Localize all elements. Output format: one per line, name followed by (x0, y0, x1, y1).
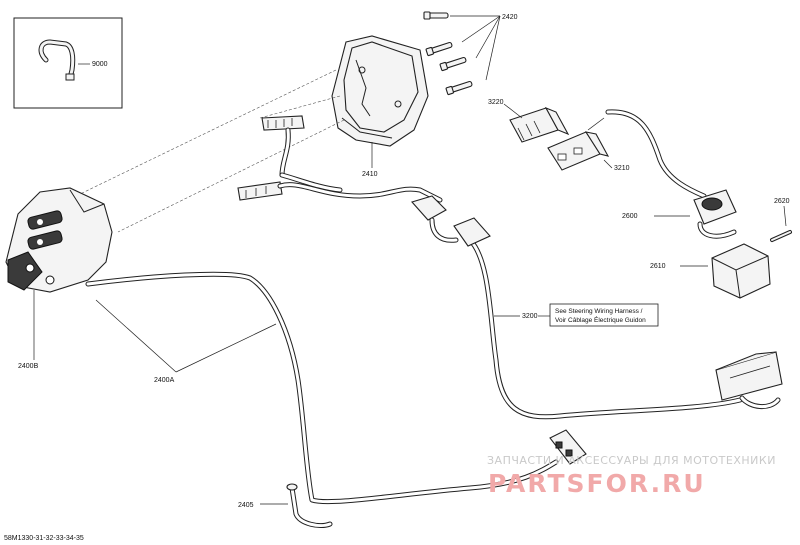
bottom-connector (549, 429, 587, 465)
screw (423, 11, 449, 20)
cover-2610: 2610 (650, 243, 771, 299)
diagram-code: 58M1330-31-32-33-34-35 (4, 535, 84, 542)
module-box (715, 351, 783, 409)
callout-2400b: 2400B (18, 363, 39, 370)
callout-3200-group: 3200 See Steering Wiring Harness / Voir … (494, 303, 659, 327)
callout-2400a: 2400A (154, 377, 175, 384)
watermark-tagline: ЗАПЧАСТИ И АКСЕССУАРЫ ДЛЯ МОТОТЕХНИКИ (487, 454, 776, 467)
hook-tool-icon (38, 39, 76, 81)
connector-3210: 3210 (547, 117, 630, 172)
callout-3220: 3220 (488, 99, 504, 106)
connector-3220: 3220 (488, 99, 570, 143)
screw (445, 80, 473, 96)
callout-3210: 3210 (614, 165, 630, 172)
note-box (549, 303, 659, 327)
tool-inset: 9000 (13, 17, 123, 109)
screw (425, 41, 453, 57)
screws-2420: 2420 (423, 11, 518, 96)
callout-2405: 2405 (238, 502, 254, 509)
note-line2: Voir Câblage Électrique Guidon (555, 315, 646, 324)
switch-2600: 2600 (622, 189, 737, 239)
callout-2610: 2610 (650, 263, 666, 270)
pin-2620: 2620 (770, 198, 792, 242)
note-line1: See Steering Wiring Harness / (555, 308, 643, 315)
callout-2600: 2600 (622, 213, 638, 220)
plug-2405: 2405 (238, 483, 333, 529)
housing-2410: 2410 (331, 35, 429, 178)
ribbon-connector (237, 181, 283, 201)
wiring-harness (85, 109, 743, 505)
callout-2400a-group: 2400A (95, 299, 277, 384)
callout-2410: 2410 (362, 171, 378, 178)
watermark: ЗАПЧАСТИ И АКСЕССУАРЫ ДЛЯ МОТОТЕХНИКИ PA… (487, 454, 776, 498)
mid-connector (411, 195, 491, 247)
callout-3200: 3200 (522, 313, 538, 320)
callout-2620: 2620 (774, 198, 790, 205)
watermark-brand: PARTSFOR.RU (488, 469, 706, 498)
switch-housing-2400: 2400B (5, 187, 113, 370)
callout-2420: 2420 (502, 14, 518, 21)
screw (439, 56, 467, 72)
callout-9000: 9000 (92, 61, 108, 68)
ribbon-connector (261, 115, 305, 178)
